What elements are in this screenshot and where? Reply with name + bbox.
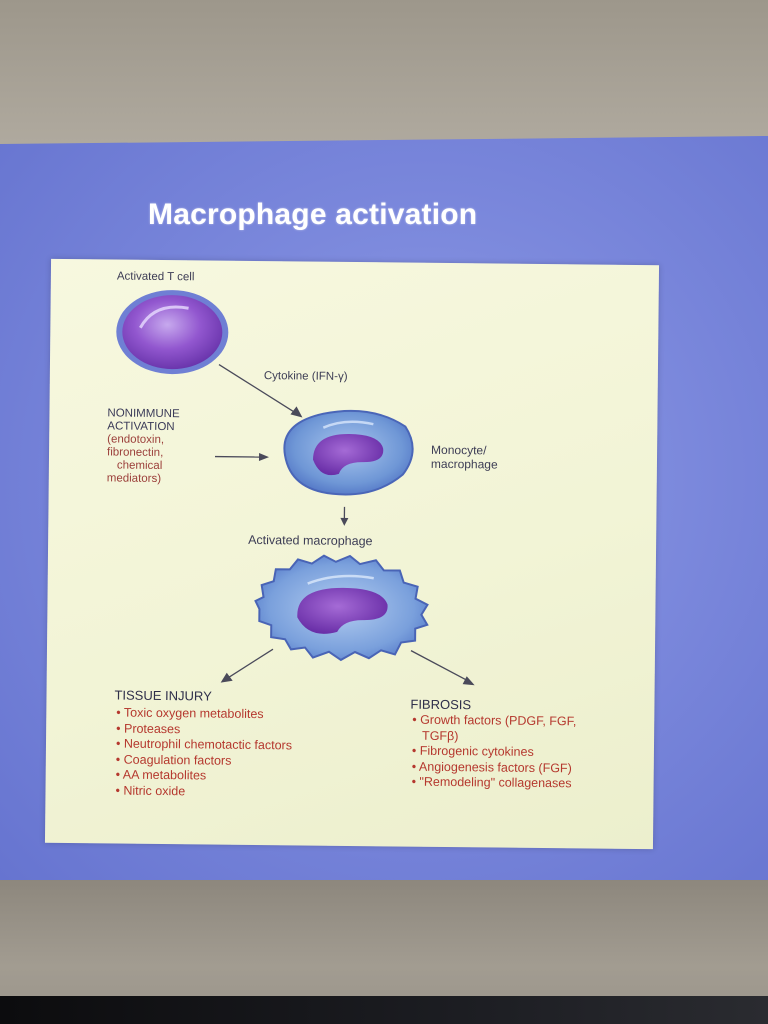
cytokine-label: Cytokine (IFN-γ) bbox=[263, 370, 348, 383]
fibrosis-item: Fibrogenic cytokines bbox=[412, 744, 612, 762]
tissue-injury-item: Toxic oxygen metabolites bbox=[116, 706, 356, 724]
tissue-injury-item: Neutrophil chemotactic factors bbox=[116, 737, 356, 755]
arrow-tcell-to-monocyte bbox=[218, 364, 303, 418]
slide-title: Macrophage activation bbox=[148, 198, 478, 231]
fibrosis-item: Growth factors (PDGF, FGF, TGFβ) bbox=[412, 713, 612, 746]
tissue-injury-item: Nitric oxide bbox=[115, 783, 355, 801]
activated-macrophage-label: Activated macrophage bbox=[248, 532, 373, 549]
arrow-monocyte-to-activated bbox=[340, 506, 349, 526]
fibrosis-list: Growth factors (PDGF, FGF, TGFβ)Fibrogen… bbox=[412, 713, 613, 793]
monocyte-label: Monocyte/ macrophage bbox=[430, 442, 498, 472]
wall-background-top bbox=[0, 0, 768, 150]
arrow-nonimmune-to-monocyte bbox=[215, 453, 270, 462]
fibrosis-heading: FIBROSIS bbox=[410, 696, 472, 713]
nonimmune-activation-label: NONIMMUNE ACTIVATION (endotoxin, fibrone… bbox=[106, 407, 180, 485]
arrow-to-fibrosis bbox=[410, 650, 475, 686]
macrophage-activation-figure: Activated T cell Cytokine (IFN-γ) NONIMM… bbox=[44, 258, 660, 850]
arrow-to-tissue-injury bbox=[220, 648, 274, 683]
dark-foreground-strip bbox=[0, 996, 768, 1024]
monocyte-macrophage-icon bbox=[283, 409, 414, 496]
tissue-injury-list: Toxic oxygen metabolitesProteasesNeutrop… bbox=[115, 706, 356, 802]
activated-macrophage-icon bbox=[254, 554, 429, 662]
tissue-injury-item: AA metabolites bbox=[116, 768, 356, 786]
tissue-injury-heading: TISSUE INJURY bbox=[114, 687, 212, 704]
t-cell-label: Activated T cell bbox=[116, 270, 195, 284]
t-cell-icon bbox=[116, 290, 229, 375]
fibrosis-item: "Remodeling" collagenases bbox=[412, 775, 612, 793]
